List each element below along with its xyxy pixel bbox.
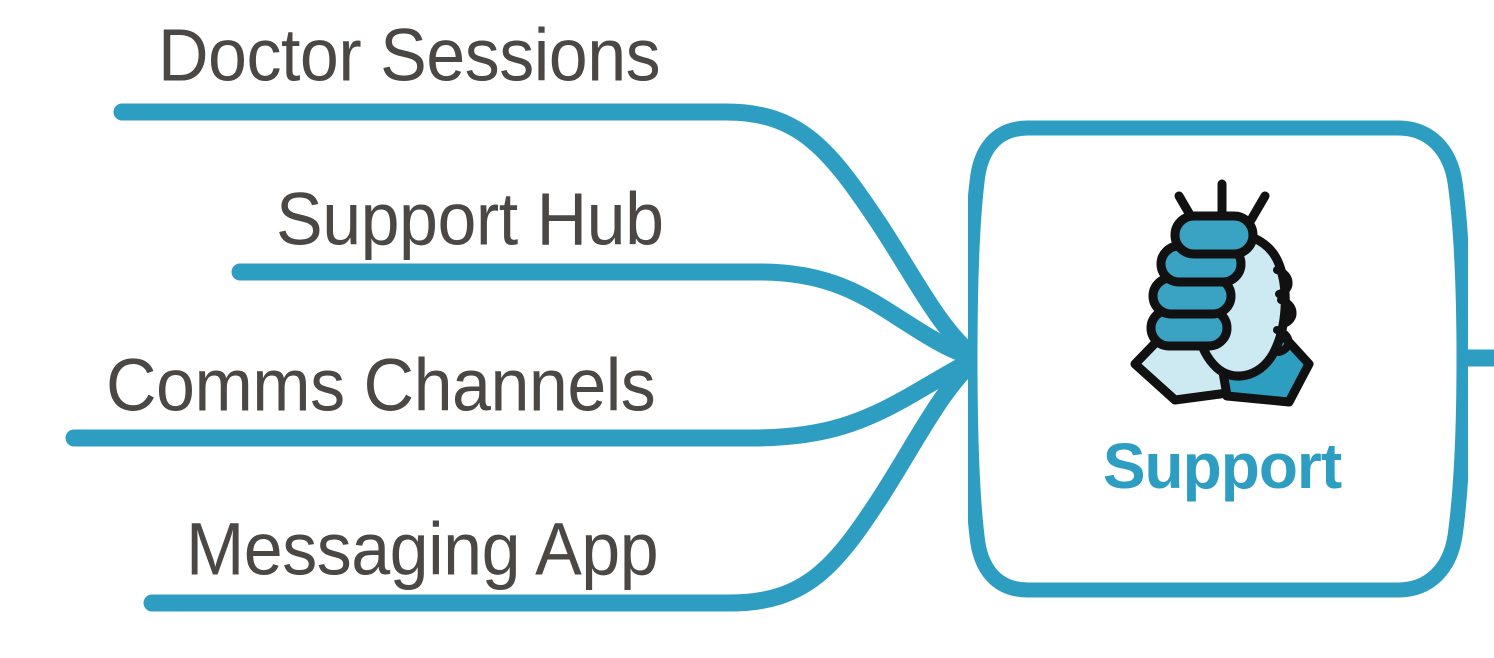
branch-label-support-hub[interactable]: Support Hub xyxy=(276,177,664,261)
connector-branch-2[interactable] xyxy=(231,263,984,367)
handshake-icon xyxy=(1130,179,1314,407)
connector-branch-4[interactable] xyxy=(143,351,984,612)
branch-label-doctor-sessions[interactable]: Doctor Sessions xyxy=(158,13,661,97)
node-title-support: Support xyxy=(1102,430,1342,502)
central-node-support[interactable]: Support xyxy=(968,120,1468,598)
branch-label-comms-channels[interactable]: Comms Channels xyxy=(106,343,656,427)
connector-branch-3[interactable] xyxy=(65,350,984,447)
node-content: Support xyxy=(1024,160,1420,560)
branch-label-messaging-app[interactable]: Messaging App xyxy=(186,507,659,591)
connector-branch-1[interactable] xyxy=(113,103,984,366)
